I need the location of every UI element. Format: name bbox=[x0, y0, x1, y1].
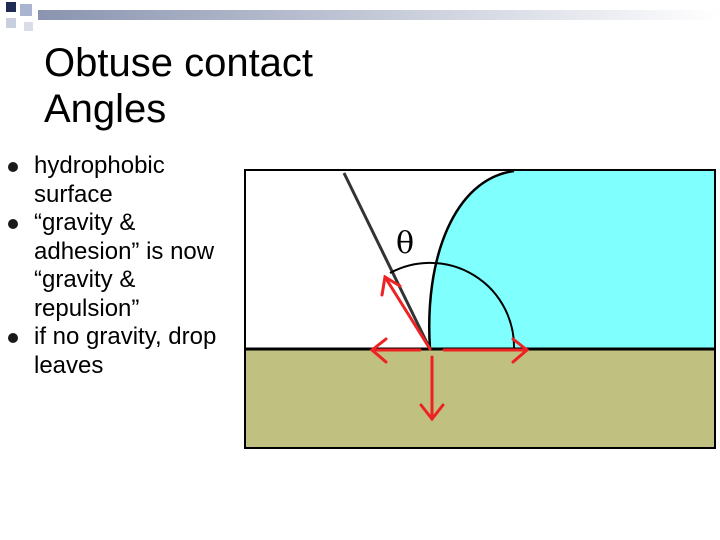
theta-label: θ bbox=[396, 226, 414, 261]
diagram-frame bbox=[244, 169, 716, 449]
bullet-text: “gravity & adhesion” is now “gravity & r… bbox=[34, 209, 215, 322]
bullet-icon bbox=[8, 162, 18, 172]
bullet-item: “gravity & adhesion” is now “gravity & r… bbox=[8, 209, 236, 323]
arrowhead-icon bbox=[380, 274, 402, 297]
drop-outline bbox=[428, 169, 515, 350]
bullet-list: hydrophobic surface “gravity & adhesion”… bbox=[8, 152, 236, 380]
bullet-item: if no gravity, drop leaves bbox=[8, 323, 236, 380]
title-line-2: Angles bbox=[44, 87, 167, 131]
bullet-icon bbox=[8, 219, 18, 229]
slide-title: Obtuse contact Angles bbox=[44, 40, 444, 132]
arrowhead-icon bbox=[511, 337, 530, 364]
liquid-drop bbox=[429, 171, 714, 349]
bullet-item: hydrophobic surface bbox=[8, 152, 236, 209]
arrowhead-icon bbox=[419, 403, 445, 422]
contact-angle-diagram: θ bbox=[244, 169, 716, 449]
bullet-text: if no gravity, drop leaves bbox=[34, 323, 217, 379]
slide-decoration bbox=[6, 2, 720, 31]
tension-arrow-up-left bbox=[383, 275, 432, 351]
bullet-icon bbox=[8, 333, 18, 343]
tangent-line bbox=[342, 172, 432, 350]
solid-surface bbox=[245, 349, 715, 447]
angle-arc bbox=[389, 261, 516, 350]
bullet-text: hydrophobic surface bbox=[34, 152, 165, 208]
title-line-1: Obtuse contact bbox=[44, 41, 314, 85]
arrowhead-icon bbox=[369, 337, 388, 364]
